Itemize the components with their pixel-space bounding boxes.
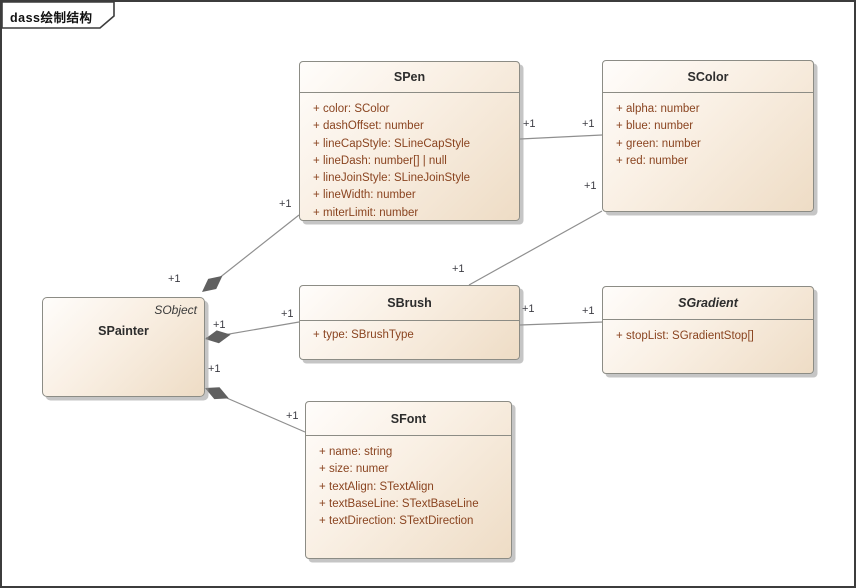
attribute-text: red: number [626, 154, 689, 167]
frame-tab [2, 2, 115, 29]
attribute-text: lineJoinStyle: SLineJoinStyle [323, 172, 471, 185]
multiplicity-brush-gradient-target: +1 [582, 305, 595, 317]
class-spainter[interactable]: SObject SPainter [42, 297, 205, 397]
class-sbrush-attributes: +type: SBrushType [300, 321, 519, 344]
association-brush-color-line[interactable] [468, 210, 603, 286]
class-attribute: +green: number [603, 136, 813, 153]
attribute-text: color: SColor [323, 103, 390, 115]
multiplicity-painter-font-source: +1 [208, 363, 221, 375]
visibility-marker: + [313, 154, 320, 167]
visibility-marker: + [313, 172, 320, 185]
class-sfont-title: SFont [306, 402, 511, 436]
visibility-marker: + [319, 446, 326, 458]
class-attribute: +red: number [603, 153, 813, 170]
attribute-text: type: SBrushType [323, 329, 414, 341]
attribute-text: miterLimit: number [323, 206, 419, 219]
class-scolor[interactable]: SColor +alpha: number+blue: number+green… [602, 60, 814, 212]
visibility-marker: + [616, 154, 623, 167]
visibility-marker: + [313, 120, 320, 133]
multiplicity-brush-gradient-source: +1 [522, 303, 535, 315]
frame-title: dass绘制结构 [10, 11, 93, 25]
visibility-marker: + [616, 137, 623, 150]
visibility-marker: + [319, 463, 326, 476]
visibility-marker: + [319, 515, 326, 528]
composition-diamond-pen[interactable] [198, 271, 226, 297]
class-attribute: +lineDash: number[] | null [300, 153, 519, 170]
attribute-text: green: number [626, 137, 701, 150]
class-spen-title: SPen [300, 62, 519, 93]
attribute-text: lineCapStyle: SLineCapStyle [323, 137, 471, 150]
multiplicity-painter-pen-source: +1 [168, 273, 181, 285]
visibility-marker: + [313, 103, 320, 115]
class-attribute: +textBaseLine: STextBaseLine [306, 496, 511, 513]
attribute-text: size: numer [329, 463, 389, 476]
multiplicity-brush-color-source: +1 [452, 263, 465, 275]
visibility-marker: + [616, 120, 623, 133]
class-spen[interactable]: SPen +color: SColor+dashOffset: number+l… [299, 61, 520, 221]
class-spainter-title: SPainter [98, 324, 149, 338]
visibility-marker: + [319, 480, 326, 493]
multiplicity-painter-brush-target: +1 [281, 308, 294, 320]
attribute-text: alpha: number [626, 103, 700, 115]
composition-diamond-font[interactable] [202, 382, 231, 404]
class-sgradient-attributes: +stopList: SGradientStop[] [603, 320, 813, 345]
class-spen-attributes: +color: SColor+dashOffset: number+lineCa… [300, 93, 519, 222]
class-attribute: +lineJoinStyle: SLineJoinStyle [300, 170, 519, 187]
class-attribute: +stopList: SGradientStop[] [603, 328, 813, 345]
attribute-text: lineWidth: number [323, 189, 416, 202]
attribute-text: textBaseLine: STextBaseLine [329, 497, 479, 510]
class-attribute: +name: string [306, 444, 511, 461]
class-attribute: +lineWidth: number [300, 187, 519, 204]
class-sbrush-title: SBrush [300, 286, 519, 321]
association-pen-color-line[interactable] [519, 134, 603, 140]
class-sbrush[interactable]: SBrush +type: SBrushType [299, 285, 520, 360]
class-attribute: +type: SBrushType [300, 327, 519, 344]
visibility-marker: + [616, 330, 623, 342]
class-scolor-title: SColor [603, 61, 813, 93]
visibility-marker: + [313, 329, 320, 341]
attribute-text: blue: number [626, 120, 694, 133]
class-attribute: +alpha: number [603, 101, 813, 118]
attribute-text: name: string [329, 446, 393, 458]
class-sfont[interactable]: SFont +name: string+size: numer+textAlig… [305, 401, 512, 559]
class-attribute: +color: SColor [300, 101, 519, 118]
class-sfont-attributes: +name: string+size: numer+textAlign: STe… [306, 436, 511, 530]
class-attribute: +blue: number [603, 118, 813, 135]
class-sgradient[interactable]: SGradient +stopList: SGradientStop[] [602, 286, 814, 374]
attribute-text: textDirection: STextDirection [329, 515, 474, 528]
visibility-marker: + [313, 206, 320, 219]
attribute-text: stopList: SGradientStop[] [626, 330, 754, 342]
multiplicity-pen-color-target: +1 [582, 118, 595, 130]
composition-diamond-brush[interactable] [204, 328, 232, 345]
visibility-marker: + [313, 137, 320, 150]
class-sgradient-title: SGradient [603, 287, 813, 320]
attribute-text: lineDash: number[] | null [323, 154, 447, 167]
association-brush-gradient-line[interactable] [519, 321, 604, 326]
class-scolor-attributes: +alpha: number+blue: number+green: numbe… [603, 93, 813, 170]
multiplicity-painter-brush-source: +1 [213, 319, 226, 331]
multiplicity-pen-color-source: +1 [523, 118, 536, 130]
visibility-marker: + [319, 497, 326, 510]
multiplicity-painter-font-target: +1 [286, 410, 299, 422]
attribute-text: textAlign: STextAlign [329, 480, 434, 493]
class-attribute: +textAlign: STextAlign [306, 479, 511, 496]
class-attribute: +textDirection: STextDirection [306, 513, 511, 530]
multiplicity-brush-color-target: +1 [584, 180, 597, 192]
multiplicity-painter-pen-target: +1 [279, 198, 292, 210]
attribute-text: dashOffset: number [323, 120, 424, 133]
class-attribute: +size: numer [306, 461, 511, 478]
class-attribute: +dashOffset: number [300, 118, 519, 135]
class-attribute: +miterLimit: number [300, 205, 519, 222]
visibility-marker: + [616, 103, 623, 115]
class-attribute: +lineCapStyle: SLineCapStyle [300, 136, 519, 153]
class-spainter-parent-label: SObject [154, 303, 197, 317]
visibility-marker: + [313, 189, 320, 202]
